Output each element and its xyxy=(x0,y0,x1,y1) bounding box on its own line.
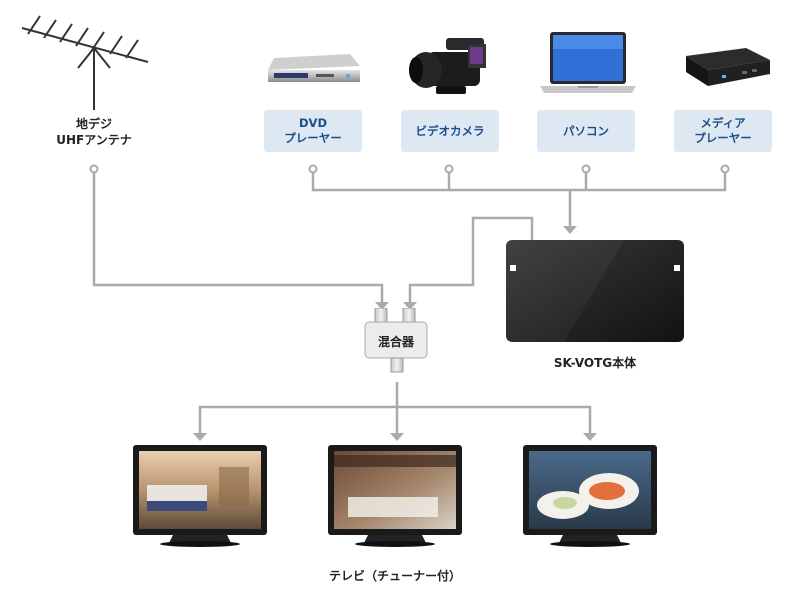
tv-label: テレビ（チューナー付） xyxy=(328,569,461,583)
antenna-label-line1: 地デジ xyxy=(75,117,112,131)
mixer-label: 混合器 xyxy=(377,335,414,349)
media-player-icon xyxy=(686,48,770,86)
antenna-label-line2: UHFアンテナ xyxy=(56,133,132,147)
tv-right-icon xyxy=(523,445,657,547)
source-label-line2: プレーヤー xyxy=(284,131,342,145)
source-label-line1: DVD xyxy=(299,116,327,130)
dvd-player-icon xyxy=(268,54,360,82)
source-box-video-camera: ビデオカメラ xyxy=(401,110,499,152)
main-unit-icon xyxy=(506,240,684,342)
video-camera-icon xyxy=(409,38,486,94)
source-label-line1: メディア xyxy=(700,116,746,130)
source-box-dvd-player: DVD プレーヤー xyxy=(264,110,362,152)
antenna-label: 地デジ UHFアンテナ xyxy=(34,116,154,148)
tv-center-icon xyxy=(328,445,462,547)
source-label-line1: ビデオカメラ xyxy=(415,123,485,138)
laptop-icon xyxy=(540,32,636,93)
source-label-line2: プレーヤー xyxy=(694,131,752,145)
mixer-icon xyxy=(364,308,428,373)
antenna-icon xyxy=(21,15,149,110)
main-unit-label: SK-VOTG本体 xyxy=(553,356,637,370)
source-label-line1: パソコン xyxy=(563,123,609,138)
source-box-media-player: メディア プレーヤー xyxy=(674,110,772,152)
tv-left-icon xyxy=(133,445,267,547)
source-box-laptop: パソコン xyxy=(537,110,635,152)
